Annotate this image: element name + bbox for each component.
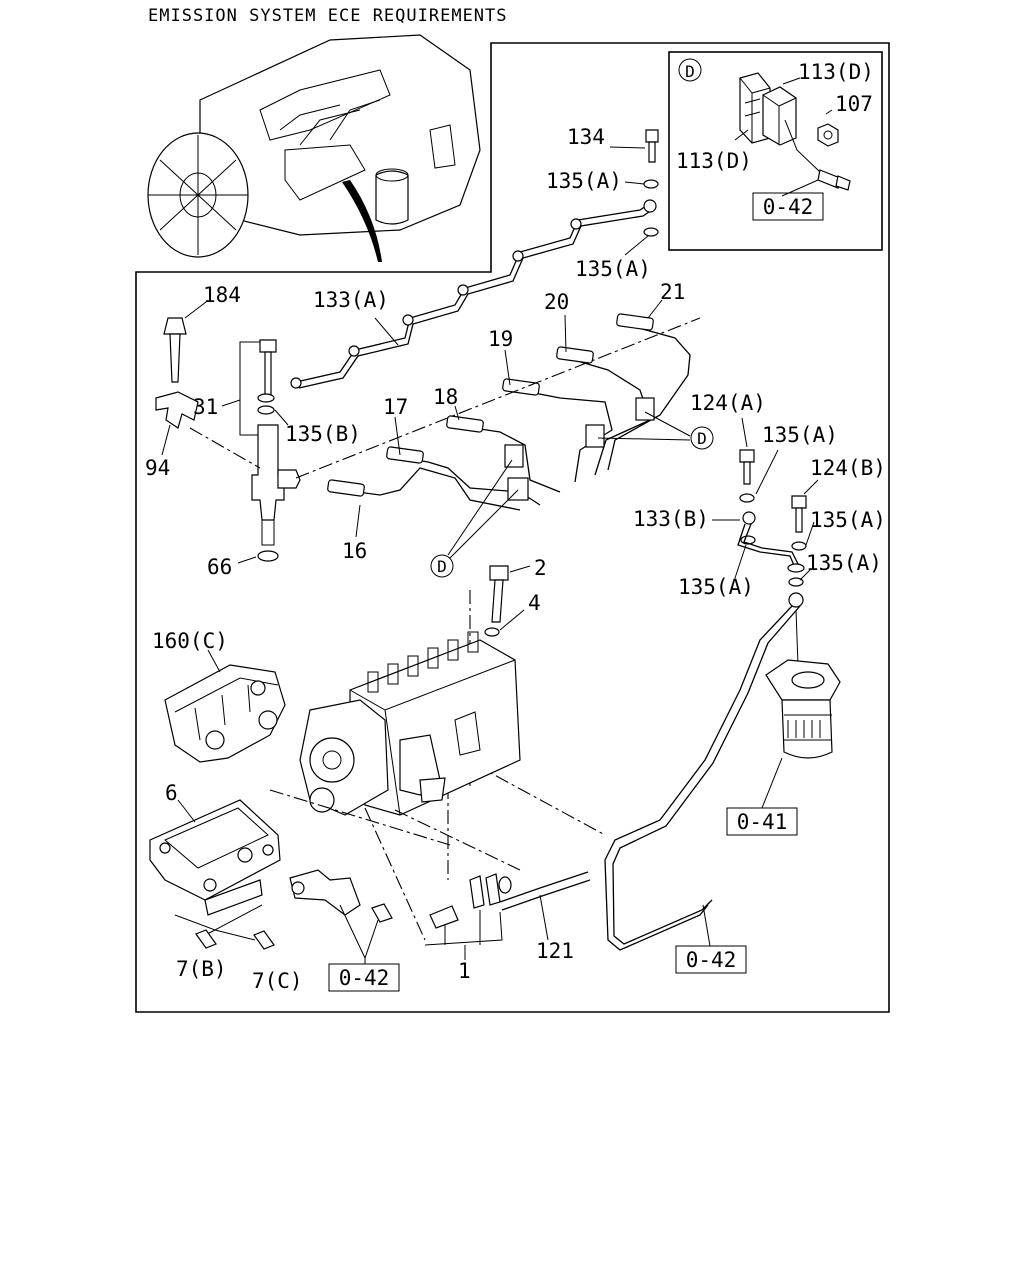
label-124b: 124(B) — [810, 456, 886, 480]
plate-6-part — [149, 799, 281, 916]
label-6: 6 — [165, 781, 178, 805]
label-135a-5: 135(A) — [810, 508, 886, 532]
label-133b: 133(B) — [633, 507, 709, 531]
label-66: 66 — [207, 555, 232, 579]
label-18: 18 — [433, 385, 458, 409]
label-113d-top: 113(D) — [798, 60, 874, 84]
label-7b: 7(B) — [176, 957, 227, 981]
label-31: 31 — [193, 395, 218, 419]
label-124a: 124(A) — [690, 391, 766, 415]
fuel-hose-long — [604, 592, 804, 951]
d-callout-left-text: D — [437, 557, 447, 576]
bolt-detail-part — [817, 169, 851, 191]
bracket-160c-part — [164, 664, 286, 763]
fuel-pipe-133b — [737, 511, 805, 587]
label-135a-6: 135(A) — [806, 551, 882, 575]
detail-d-inset: D 113(D) 107 113(D) 0-42 — [668, 51, 883, 251]
ref-042-right: 0-42 — [686, 948, 737, 972]
label-135a-4: 135(A) — [678, 575, 754, 599]
label-113d-left: 113(D) — [676, 149, 752, 173]
leak-off-pipe-133a — [290, 199, 657, 389]
clamp-113d-part — [739, 72, 797, 146]
sensor-bracket-part — [289, 869, 393, 923]
label-4: 4 — [528, 591, 541, 615]
bolt-7c-part — [253, 930, 275, 950]
label-121: 121 — [536, 939, 574, 963]
label-2: 2 — [534, 556, 547, 580]
clamp-94-part — [155, 391, 199, 429]
label-135a-3: 135(A) — [762, 423, 838, 447]
injection-pump-part — [299, 631, 521, 816]
fuel-filter-part — [765, 659, 841, 759]
detail-d-circle — [678, 58, 702, 82]
ref-box-042-right — [675, 945, 747, 974]
d-callout-right-text: D — [697, 429, 707, 448]
label-19: 19 — [488, 327, 513, 351]
d-callout-left — [430, 554, 454, 578]
injector-nozzle-part — [251, 424, 301, 546]
label-7c: 7(C) — [252, 969, 303, 993]
pipe-clamp-right — [635, 397, 655, 421]
pipe-clamp-left — [504, 444, 524, 468]
label-133a-top: 133(A) — [313, 288, 389, 312]
ref-box-042-top — [752, 192, 824, 221]
ref-041: 0-41 — [737, 810, 788, 834]
d-callout-right — [690, 426, 714, 450]
injector-184-part — [163, 317, 187, 383]
engine-overview-illustration — [147, 34, 481, 262]
ref-box-041 — [726, 807, 798, 836]
label-17: 17 — [383, 395, 408, 419]
main-frame — [135, 42, 890, 1013]
washer-66-part — [257, 550, 279, 562]
label-16: 16 — [342, 539, 367, 563]
banjo-bolt-124b-part — [791, 495, 807, 551]
pointer-arrow — [342, 180, 382, 262]
label-160c: 160(C) — [152, 629, 228, 653]
bolt-7b-part — [195, 929, 217, 949]
detail-d-marker: D — [685, 62, 695, 81]
label-107: 107 — [835, 92, 873, 116]
pipe-121-part — [429, 871, 591, 929]
label-135b: 135(B) — [285, 422, 361, 446]
label-20: 20 — [544, 290, 569, 314]
label-135a-2: 135(A) — [575, 257, 651, 281]
label-21: 21 — [660, 280, 685, 304]
injector-bolt-part — [257, 339, 277, 415]
label-1: 1 — [458, 959, 471, 983]
nut-107-part — [817, 123, 839, 147]
ref-042-bottom: 0-42 — [339, 966, 390, 990]
banjo-bolt-134-part — [643, 129, 659, 237]
ref-042-top: 0-42 — [763, 195, 814, 219]
pipe-clamp-mid — [585, 424, 605, 448]
pump-bolt-2-part — [484, 565, 509, 637]
label-94: 94 — [145, 456, 170, 480]
label-184: 184 — [203, 283, 241, 307]
ref-box-042-bottom — [328, 963, 400, 992]
label-135a-1: 135(A) — [546, 169, 622, 193]
label-134: 134 — [567, 125, 605, 149]
banjo-bolt-124a-part — [739, 449, 755, 503]
diagram-title: EMISSION SYSTEM ECE REQUIREMENTS — [148, 6, 508, 26]
